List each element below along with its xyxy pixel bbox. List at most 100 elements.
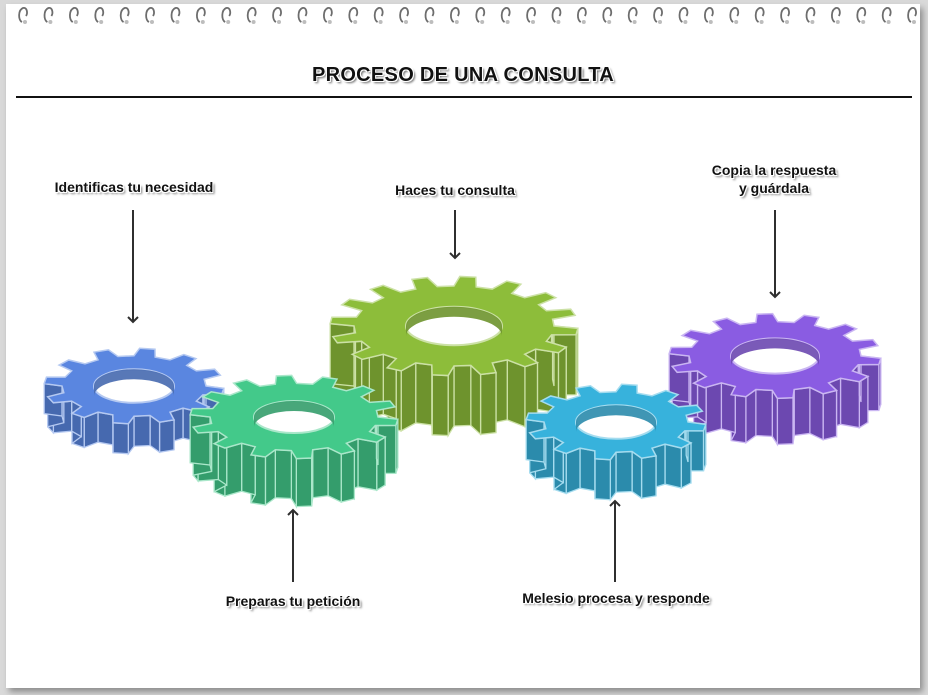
gear-side-face [327, 446, 342, 504]
binding-hole [353, 20, 358, 24]
gear-side-face [809, 386, 824, 441]
gear-step-4 [525, 383, 707, 502]
binding-hole [150, 20, 154, 24]
gear-side-face [664, 443, 682, 489]
gear-side-face [640, 455, 657, 500]
binding-ring [729, 7, 740, 23]
binding-ring [627, 7, 638, 23]
binding-hole [556, 20, 561, 24]
gear-hole-inner-wall [576, 405, 656, 432]
binding-hole [73, 20, 78, 24]
binding-hole [785, 20, 789, 24]
gear-hole-inner-wall [94, 369, 174, 396]
binding-hole [200, 20, 205, 24]
binding-ring [704, 7, 714, 23]
binding-hole [23, 20, 27, 24]
binding-hole [327, 20, 332, 24]
gear-side-face [703, 382, 723, 435]
gear-side-face [453, 364, 472, 427]
binding-ring [373, 7, 384, 23]
binding-hole [404, 20, 408, 24]
binding-hole [480, 20, 485, 24]
gear-step-3 [329, 275, 579, 438]
step-1-label: Identificas tu necesidad [54, 179, 214, 195]
binding-rings [18, 7, 917, 24]
gear-side-face [158, 419, 175, 454]
step-5-label-line-2: y guárdala [738, 180, 810, 196]
binding-hole [454, 20, 459, 24]
binding-ring [780, 7, 790, 23]
binding-ring [602, 7, 613, 23]
binding-ring [526, 7, 536, 23]
binding-ring [119, 7, 130, 23]
binding-ring [399, 7, 409, 23]
binding-ring [907, 7, 917, 23]
binding-ring [43, 7, 54, 23]
gear-side-face [97, 411, 114, 446]
gear-hole-inner-wall [731, 338, 819, 366]
gear-side-face [264, 448, 276, 507]
gear-hole-inner-wall [406, 306, 502, 336]
step-2-label: Preparas tu petición [225, 593, 361, 609]
binding-ring [475, 7, 486, 23]
binding-ring [805, 7, 816, 23]
gear-side-face [579, 447, 596, 492]
binding-ring [323, 7, 333, 23]
gear-hole-inner-wall [254, 401, 334, 427]
gear-side-face [745, 388, 757, 445]
binding-ring [196, 7, 206, 23]
binding-ring [551, 7, 562, 23]
gear-side-face [274, 449, 293, 500]
binding-ring [881, 7, 892, 23]
binding-ring [450, 7, 460, 23]
gear-side-face [839, 377, 860, 429]
gear-side-face [224, 442, 243, 497]
binding-ring [246, 7, 257, 23]
gear-side-face [479, 371, 497, 436]
step-5-label: Copia la respuesta y guárdala [676, 161, 872, 197]
page-title: PROCESO DE UNA CONSULTA [311, 64, 615, 86]
gear-step-2 [189, 374, 399, 509]
binding-hole [251, 20, 256, 24]
binding-hole [912, 20, 916, 24]
gear-side-face [631, 450, 643, 500]
gear-side-face [506, 358, 526, 428]
gear-side-face [594, 458, 611, 501]
binding-ring [69, 7, 79, 23]
gear-side-face [415, 362, 433, 426]
gear-side-face [822, 389, 838, 441]
binding-hole [505, 20, 510, 24]
binding-hole [734, 20, 739, 24]
binding-ring [221, 7, 232, 23]
gear-side-face [189, 414, 211, 466]
binding-hole [302, 20, 307, 24]
gear-side-face [340, 450, 356, 503]
binding-ring [500, 7, 511, 23]
step-4-label: Melesio procesa y responde [522, 590, 710, 606]
gear-side-face [793, 386, 811, 437]
binding-hole [658, 20, 662, 24]
binding-hole [861, 20, 866, 24]
binding-hole [124, 20, 129, 24]
binding-ring [577, 7, 587, 23]
gear-side-face [470, 363, 482, 436]
binding-hole [531, 20, 535, 24]
binding-ring [94, 7, 105, 23]
binding-ring [145, 7, 155, 23]
binding-ring [272, 7, 282, 23]
step-3-label: Haces tu consulta [395, 182, 515, 198]
binding-hole [378, 20, 383, 24]
gear-side-face [615, 450, 633, 493]
binding-ring [678, 7, 689, 23]
binding-hole [683, 20, 688, 24]
gear-side-face [133, 414, 151, 447]
gear-side-face [290, 448, 297, 509]
gear-side-face [447, 363, 455, 438]
binding-hole [607, 20, 612, 24]
binding-ring [653, 7, 663, 23]
binding-hole [429, 20, 434, 24]
binding-hole [581, 20, 586, 24]
binding-ring [297, 7, 308, 23]
binding-ring [424, 7, 435, 23]
diagram-page: PROCESO DE UNA CONSULTA Identificas tu n… [6, 4, 920, 688]
